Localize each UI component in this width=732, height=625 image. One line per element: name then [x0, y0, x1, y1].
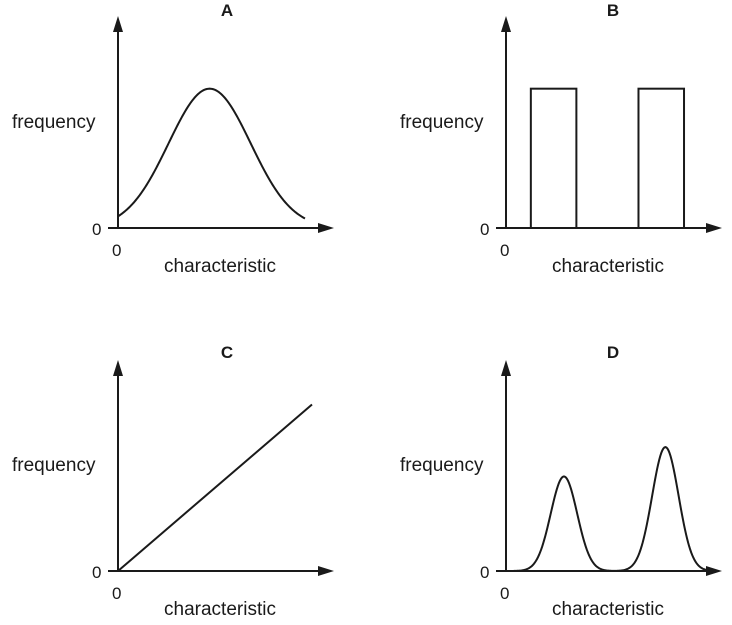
panel-d-y-zero: 0	[480, 563, 489, 582]
panel-a-y-arrow	[113, 16, 123, 32]
panel-a-x-arrow	[318, 223, 334, 233]
panel-a-x-zero: 0	[112, 241, 121, 260]
panel-d: D frequency characteristic 0 0	[400, 343, 722, 620]
panel-d-title: D	[607, 343, 619, 362]
panel-a: A frequency characteristic 0 0	[12, 1, 334, 277]
panel-c-ylabel: frequency	[12, 455, 96, 476]
panel-b-ylabel: frequency	[400, 112, 484, 133]
panel-a-title: A	[221, 1, 233, 20]
panel-c: C frequency characteristic 0 0	[12, 343, 334, 620]
panel-d-xlabel: characteristic	[552, 599, 664, 620]
panel-d-curve	[506, 446, 714, 572]
panel-d-x-zero: 0	[500, 584, 509, 603]
panel-c-x-arrow	[318, 566, 334, 576]
panel-d-ylabel: frequency	[400, 455, 484, 476]
panel-b-title: B	[607, 1, 619, 20]
panel-a-y-zero: 0	[92, 220, 101, 239]
panel-b-bar-2	[637, 87, 686, 230]
panel-d-y-arrow	[501, 360, 511, 376]
panel-b-bar-1	[529, 87, 578, 230]
panel-c-y-zero: 0	[92, 563, 101, 582]
panel-b-x-zero: 0	[500, 241, 509, 260]
panel-d-x-arrow	[706, 566, 722, 576]
panel-a-ylabel: frequency	[12, 112, 96, 133]
panel-a-curve	[117, 87, 306, 220]
panel-b-xlabel: characteristic	[552, 256, 664, 277]
panel-c-line	[117, 403, 313, 572]
panel-c-x-zero: 0	[112, 584, 121, 603]
panel-b-bars	[529, 87, 686, 230]
panel-c-xlabel: characteristic	[164, 599, 276, 620]
panel-c-title: C	[221, 343, 233, 362]
panel-b-y-zero: 0	[480, 220, 489, 239]
panel-a-xlabel: characteristic	[164, 256, 276, 277]
panel-b-y-arrow	[501, 16, 511, 32]
panel-b: B frequency characteristic 0 0	[400, 1, 722, 277]
panel-c-y-arrow	[113, 360, 123, 376]
panel-b-x-arrow	[706, 223, 722, 233]
